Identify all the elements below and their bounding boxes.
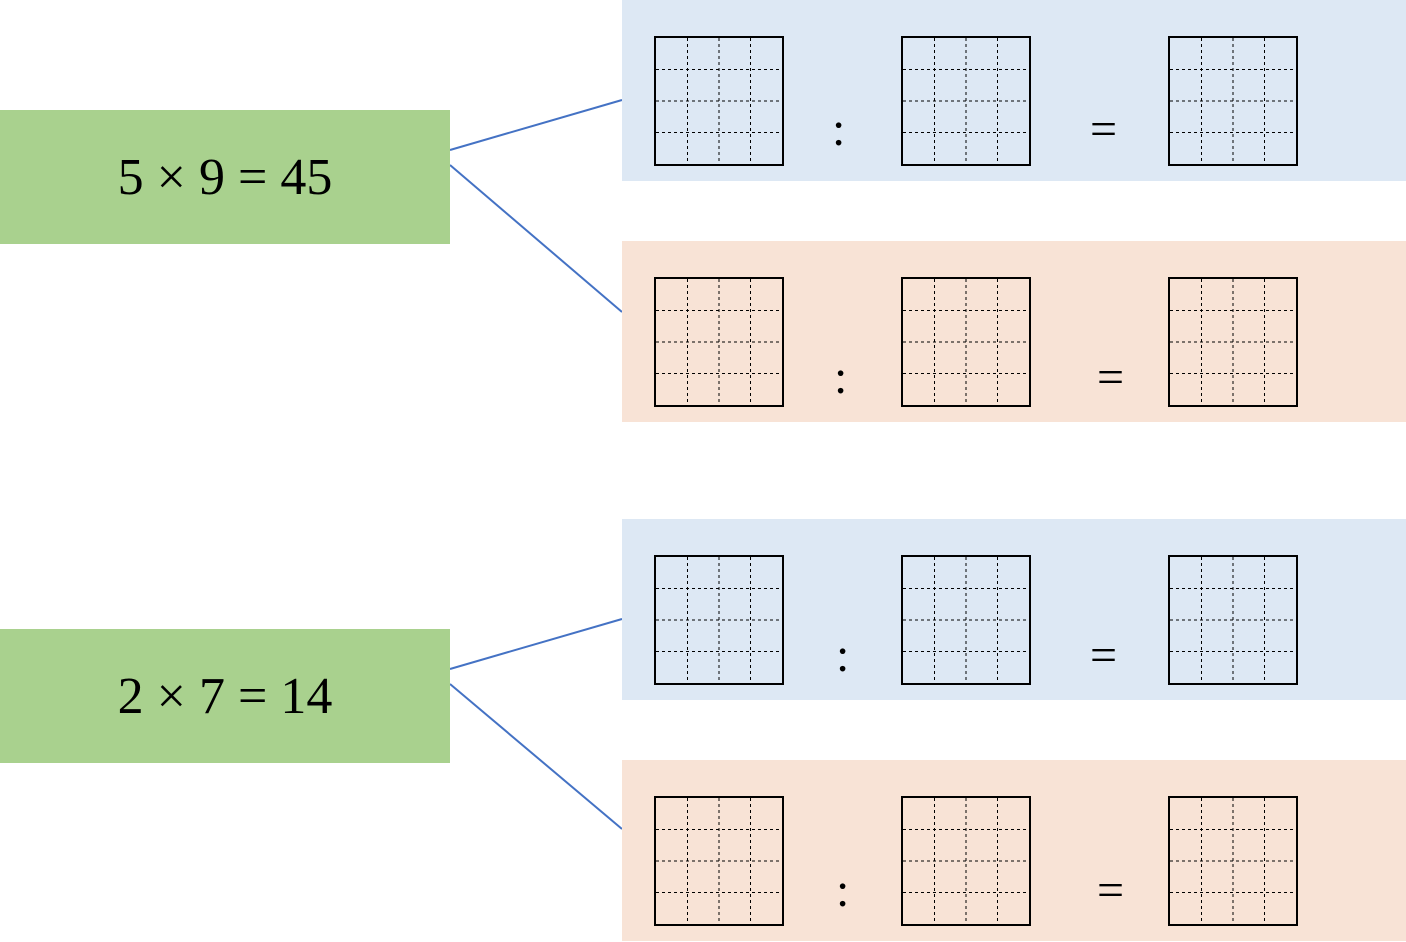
grid-guide-lines [656, 557, 782, 683]
equals-symbol: = [1090, 629, 1118, 682]
answer-grid-box[interactable] [654, 796, 784, 926]
colon-symbol: : [834, 351, 848, 404]
ratio-row-blue: : = [622, 519, 1406, 700]
grid-guide-lines [1170, 38, 1296, 164]
grid-guide-lines [656, 38, 782, 164]
grid-guide-lines [903, 557, 1029, 683]
connector-line [449, 618, 623, 670]
grid-guide-lines [1170, 798, 1296, 924]
grid-guide-lines [1170, 279, 1296, 405]
answer-grid-box[interactable] [901, 277, 1031, 407]
equation-box-1: 5 × 9 = 45 [0, 110, 450, 244]
connector-line [449, 164, 623, 313]
answer-grid-box[interactable] [654, 555, 784, 685]
connector-line [449, 99, 623, 151]
grid-guide-lines [656, 279, 782, 405]
grid-guide-lines [1170, 557, 1296, 683]
ratio-row-peach: : = [622, 760, 1406, 941]
answer-grid-box[interactable] [654, 277, 784, 407]
answer-grid-box[interactable] [1168, 555, 1298, 685]
equals-symbol: = [1097, 864, 1125, 917]
grid-guide-lines [903, 38, 1029, 164]
equation-box-2: 2 × 7 = 14 [0, 629, 450, 763]
answer-grid-box[interactable] [901, 796, 1031, 926]
grid-guide-lines [903, 798, 1029, 924]
answer-grid-box[interactable] [901, 36, 1031, 166]
colon-symbol: : [832, 103, 846, 156]
equals-symbol: = [1097, 351, 1125, 404]
equals-symbol: = [1090, 103, 1118, 156]
answer-grid-box[interactable] [901, 555, 1031, 685]
equation-label: 5 × 9 = 45 [117, 148, 333, 206]
answer-grid-box[interactable] [654, 36, 784, 166]
ratio-row-blue: : = [622, 0, 1406, 181]
grid-guide-lines [903, 279, 1029, 405]
ratio-row-peach: : = [622, 241, 1406, 422]
colon-symbol: : [836, 629, 850, 682]
equation-label: 2 × 7 = 14 [117, 667, 333, 725]
answer-grid-box[interactable] [1168, 36, 1298, 166]
colon-symbol: : [836, 864, 850, 917]
connector-line [449, 683, 623, 830]
answer-grid-box[interactable] [1168, 277, 1298, 407]
answer-grid-box[interactable] [1168, 796, 1298, 926]
grid-guide-lines [656, 798, 782, 924]
